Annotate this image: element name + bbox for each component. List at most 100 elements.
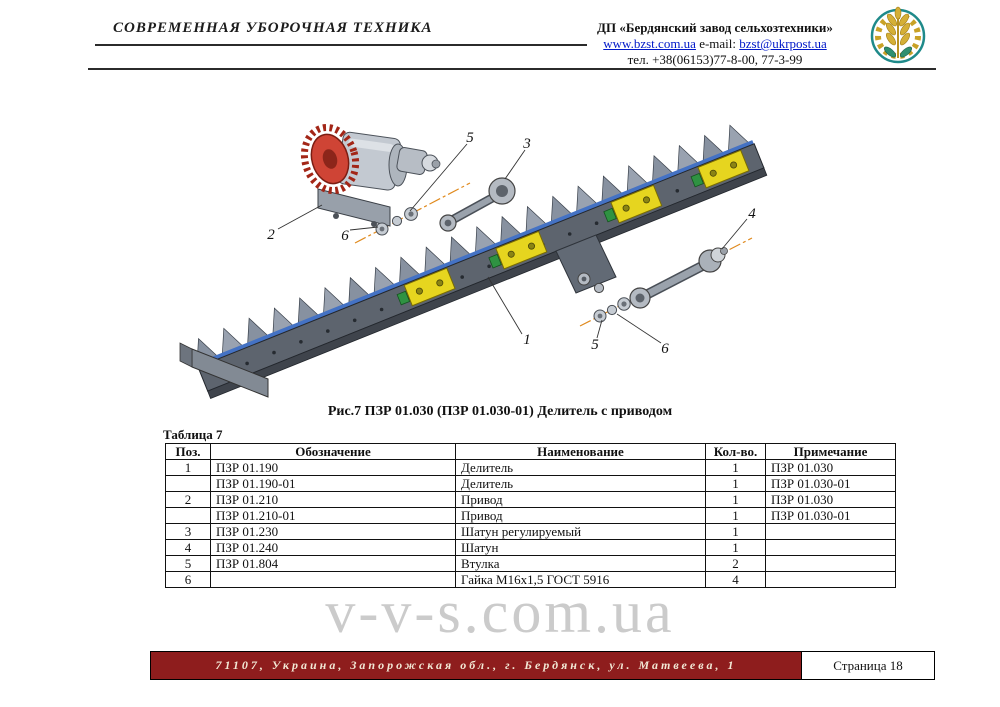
cell-designation: ПЗР 01.210-01	[210, 507, 456, 524]
cell-note: ПЗР 01.030-01	[765, 507, 896, 524]
cell-name: Втулка	[455, 555, 706, 572]
cell-note	[765, 571, 896, 588]
phone-number: тел. +38(06153)77-8-00, 77-3-99	[627, 52, 803, 67]
table-row: 3 ПЗР 01.230 Шатун регулируемый 1	[165, 523, 896, 540]
connecting-rod-adjustable	[439, 177, 516, 232]
leader-line-5-top	[409, 143, 468, 212]
table-header-row: Поз. Обозначение Наименование Кол-во. Пр…	[165, 443, 896, 460]
cell-designation: ПЗР 01.190-01	[210, 475, 456, 492]
cell-note	[765, 523, 896, 540]
bushing-and-nuts-upper	[375, 207, 418, 236]
cell-pos: 4	[165, 539, 211, 556]
company-logo	[860, 2, 936, 70]
leader-line-5-bottom	[596, 319, 603, 339]
footer: 71107, Украина, Запорожская обл., г. Бер…	[150, 651, 935, 680]
callout-1: 1	[523, 332, 531, 348]
table-row: 1 ПЗР 01.190 Делитель 1 ПЗР 01.030	[165, 459, 896, 476]
bushing-and-nuts-lower	[593, 297, 631, 323]
cell-pos	[165, 475, 211, 492]
cell-pos: 1	[165, 459, 211, 476]
knife-head	[555, 234, 617, 294]
table-row: 6 Гайка М16х1,5 ГОСТ 5916 4	[165, 571, 896, 588]
cell-name: Гайка М16х1,5 ГОСТ 5916	[455, 571, 706, 588]
cell-note	[765, 555, 896, 572]
cell-qty: 1	[705, 523, 766, 540]
cell-name: Привод	[455, 507, 706, 524]
cell-name: Шатун регулируемый	[455, 523, 706, 540]
title-underline	[95, 44, 587, 46]
leader-line-1	[487, 276, 523, 335]
cell-note: ПЗР 01.030	[765, 459, 896, 476]
header-divider	[88, 68, 936, 70]
company-info: ДП «Бердянский завод сельхозтехники» www…	[565, 20, 865, 68]
contact-links: www.bzst.com.ua e-mail: bzst@ukrpost.ua	[565, 36, 865, 52]
drive-bracket	[317, 188, 391, 227]
cell-note: ПЗР 01.030	[765, 491, 896, 508]
footer-address: 71107, Украина, Запорожская обл., г. Бер…	[151, 652, 801, 679]
cell-qty: 1	[705, 491, 766, 508]
col-header-name: Наименование	[455, 443, 706, 460]
leader-line-6-top	[349, 226, 379, 231]
technical-drawing: 5 3 2 6 4 1 5 6	[150, 83, 850, 401]
table-row: 4 ПЗР 01.240 Шатун 1	[165, 539, 896, 556]
drive-unit	[300, 123, 441, 227]
cell-qty: 1	[705, 507, 766, 524]
col-header-qty: Кол-во.	[705, 443, 766, 460]
parts-table: Поз. Обозначение Наименование Кол-во. Пр…	[165, 443, 896, 588]
leader-line-6-bottom	[616, 313, 662, 344]
callout-5-top: 5	[466, 130, 474, 146]
knife-blades	[196, 124, 750, 366]
cell-designation: ПЗР 01.804	[210, 555, 456, 572]
callout-6-bottom: 6	[661, 341, 669, 357]
email-link[interactable]: bzst@ukrpost.ua	[739, 36, 827, 51]
cell-pos	[165, 507, 211, 524]
cell-name: Привод	[455, 491, 706, 508]
col-header-pos: Поз.	[165, 443, 211, 460]
cell-designation: ПЗР 01.190	[210, 459, 456, 476]
table-row: ПЗР 01.210-01 Привод 1 ПЗР 01.030-01	[165, 507, 896, 524]
knife-back-strip	[196, 140, 754, 367]
callout-5-bottom: 5	[591, 337, 599, 353]
cell-pos: 5	[165, 555, 211, 572]
cell-designation: ПЗР 01.230	[210, 523, 456, 540]
table-row: 2 ПЗР 01.210 Привод 1 ПЗР 01.030	[165, 491, 896, 508]
cell-name: Шатун	[455, 539, 706, 556]
cell-designation: ПЗР 01.210	[210, 491, 456, 508]
gear-wheat-icon	[870, 6, 926, 64]
hold-down-plates	[396, 149, 750, 307]
website-link[interactable]: www.bzst.com.ua	[603, 36, 696, 51]
bar-body	[197, 143, 765, 392]
cell-qty: 1	[705, 539, 766, 556]
table-row: ПЗР 01.190-01 Делитель 1 ПЗР 01.030-01	[165, 475, 896, 492]
cell-name: Делитель	[455, 475, 706, 492]
col-header-note: Примечание	[765, 443, 896, 460]
table-row: 5 ПЗР 01.804 Втулка 2	[165, 555, 896, 572]
page-title: СОВРЕМЕННАЯ УБОРОЧНАЯ ТЕХНИКА	[113, 20, 433, 36]
cell-qty: 1	[705, 475, 766, 492]
figure-caption: Рис.7 ПЗР 01.030 (ПЗР 01.030-01) Делител…	[327, 404, 673, 419]
page-number: Страница 18	[801, 652, 934, 679]
cutter-bar	[179, 124, 768, 400]
watermark: v-v-s.com.ua	[325, 579, 675, 645]
cell-pos: 6	[165, 571, 211, 588]
cell-designation: ПЗР 01.240	[210, 539, 456, 556]
leader-line-3	[504, 149, 526, 180]
cell-name: Делитель	[455, 459, 706, 476]
cell-qty: 4	[705, 571, 766, 588]
callout-2: 2	[267, 227, 275, 243]
end-plate	[179, 342, 269, 398]
drive-pulley	[300, 123, 360, 195]
callout-4: 4	[748, 206, 756, 222]
connecting-rod	[629, 247, 728, 309]
email-label: e-mail:	[699, 36, 737, 51]
cell-pos: 2	[165, 491, 211, 508]
col-header-designation: Обозначение	[210, 443, 456, 460]
cell-qty: 2	[705, 555, 766, 572]
company-name: ДП «Бердянский завод сельхозтехники»	[597, 20, 833, 35]
cell-note	[765, 539, 896, 556]
cell-pos: 3	[165, 523, 211, 540]
table-title: Таблица 7	[163, 427, 223, 442]
callout-6-top: 6	[341, 228, 349, 244]
leader-line-4	[721, 218, 748, 250]
callout-3: 3	[522, 136, 531, 152]
